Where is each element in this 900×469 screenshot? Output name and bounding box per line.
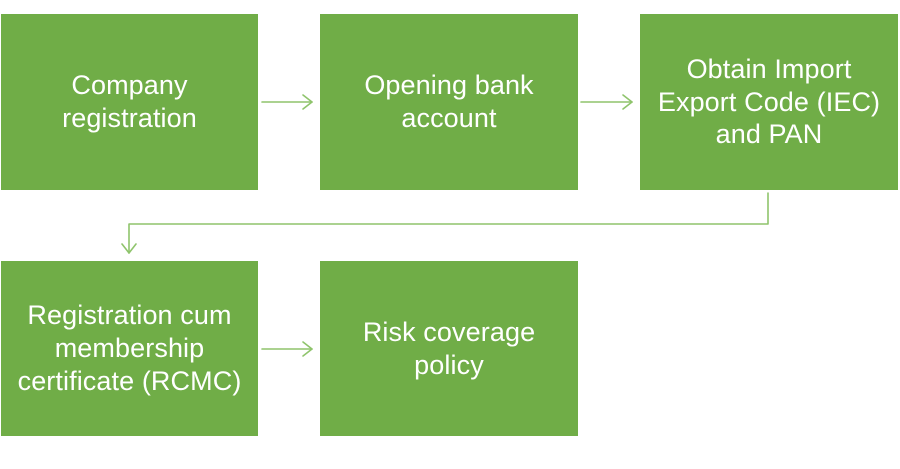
step-label: Company registration: [62, 70, 197, 133]
arrow-step-2-to-3: [580, 94, 633, 110]
step-box-company-registration: Company registration: [1, 14, 258, 190]
step-label: Risk coverage policy: [362, 316, 536, 380]
step-box-rcmc: Registration cum membership certificate …: [1, 261, 258, 436]
step-label: Registration cum membership certificate …: [17, 300, 242, 396]
arrow-step-4-to-5: [261, 341, 313, 357]
step-box-opening-bank-account: Opening bank account: [320, 14, 578, 190]
step-box-obtain-iec-and-pan: Obtain Import Export Code (IEC) and PAN: [640, 14, 898, 190]
step-box-risk-coverage-policy: Risk coverage policy: [320, 261, 578, 436]
step-label: Obtain Import Export Code (IEC) and PAN: [657, 53, 881, 150]
arrow-step-3-to-4: [121, 192, 769, 254]
step-label: Opening bank account: [364, 70, 534, 133]
arrow-step-1-to-2: [261, 94, 313, 110]
